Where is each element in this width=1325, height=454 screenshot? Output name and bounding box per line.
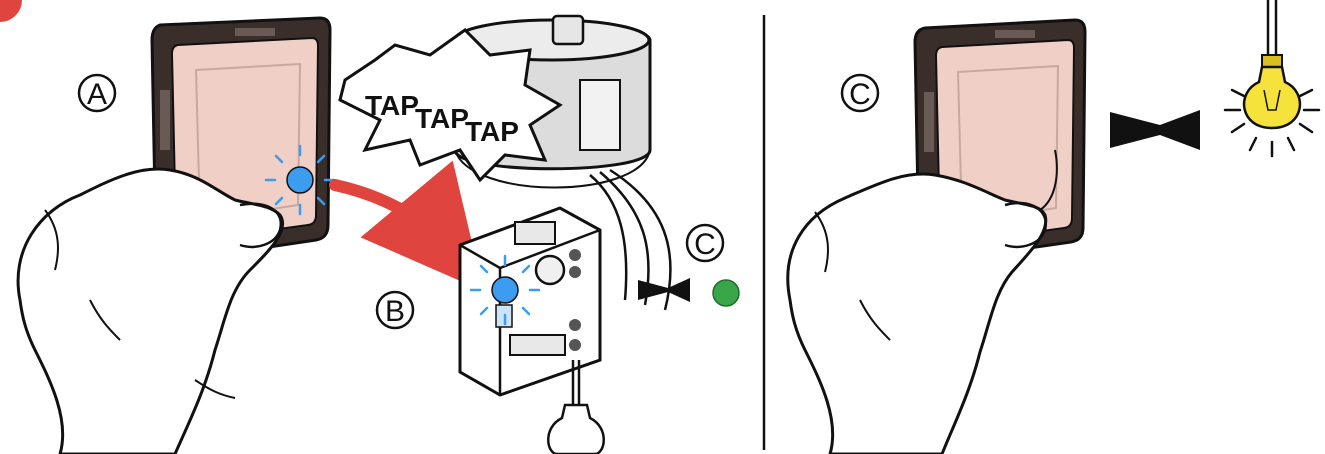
- result-arrow-icon: [1110, 110, 1200, 150]
- light-bulb-icon: [1225, 0, 1319, 156]
- right-panel: C: [788, 0, 1319, 454]
- step-letter-b: B: [385, 295, 405, 328]
- hand-icon: [18, 169, 283, 454]
- step-label-c-right: C: [842, 75, 878, 111]
- step-label-b: B: [377, 292, 413, 328]
- corner-badge-icon: [0, 0, 22, 22]
- switch-led-icon: [266, 146, 334, 214]
- transfer-arrow-icon: [335, 185, 445, 245]
- tap-word-1: TAP: [365, 90, 419, 121]
- step-letter-c-left: C: [694, 228, 716, 261]
- hand-right-icon: [788, 174, 1046, 454]
- left-panel: A: [18, 16, 739, 454]
- step-letter-c-right: C: [849, 78, 871, 111]
- step-label-a: A: [79, 75, 115, 111]
- module-led-icon: [471, 256, 539, 324]
- tap-word-2: TAP: [415, 103, 469, 134]
- tap-word-3: TAP: [465, 116, 519, 147]
- tap-callout-icon: TAP TAP TAP: [340, 30, 560, 180]
- status-led-icon: [713, 280, 739, 306]
- step-letter-a: A: [87, 78, 107, 111]
- step-label-c-left: C: [687, 225, 723, 261]
